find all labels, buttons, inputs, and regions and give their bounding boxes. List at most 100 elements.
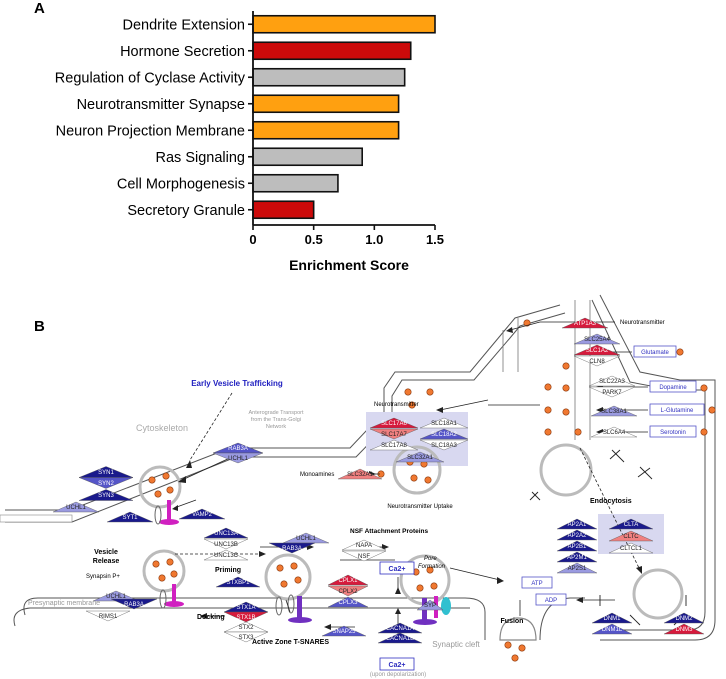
gene-label: SLC32A1 — [347, 472, 373, 478]
gene-cplx2: CPLX2 — [327, 585, 369, 597]
pore-label-2: Formation — [418, 564, 446, 570]
gene-label: AP2M1 — [567, 555, 587, 561]
gene-uchl1-mid: UCHL1 — [282, 532, 330, 544]
gene-label: STX1A — [236, 605, 255, 611]
gene-uchl1-left: UCHL1 — [52, 501, 100, 513]
category-label: Cell Morphogenesis — [117, 176, 245, 192]
docking-label: Docking — [197, 614, 225, 621]
gene-stx1b: STX1B — [223, 611, 269, 623]
synaptic-cleft-label: Synaptic cleft — [432, 640, 480, 649]
gene-label: SYP — [424, 603, 436, 609]
monoamines-label: Monoamines — [300, 472, 334, 478]
gene-slc32a1b: SLC32A1 — [337, 468, 383, 480]
ca-box-2-label: Ca2+ — [389, 662, 406, 669]
category-label: Neuron Projection Membrane — [56, 123, 245, 139]
gene-label: UNC13C — [214, 553, 239, 559]
category-label: Neurotransmitter Synapse — [77, 97, 245, 113]
gene-label: RIMS1 — [99, 614, 118, 620]
gene-label: RAB3A — [228, 446, 248, 452]
gene-cacna1b: CACNA1B — [377, 632, 423, 644]
gene-slc22a3: SLC22A3 — [588, 375, 636, 387]
fusion-pit — [499, 617, 537, 641]
gene-label: VAMP2 — [192, 512, 213, 518]
gene-slc17a8: SLC17A8 — [369, 439, 419, 451]
gene-label: STXBP1 — [226, 580, 250, 586]
gene-dnm1l: DNM1L — [591, 623, 633, 635]
gene-unc13c: UNC13C — [203, 549, 249, 561]
gene-label: SYN1 — [98, 470, 114, 476]
gene-label: UCHL1 — [106, 594, 126, 600]
synapsin-label: Synapsin P+ — [86, 574, 120, 580]
gene-label: UCHL1 — [296, 536, 316, 542]
gene-label: NSF — [358, 554, 370, 560]
gene-slc17a6: SLC17A6 — [369, 417, 419, 429]
gene-label: SLC17A8 — [381, 443, 407, 449]
gene-slc18a3: SLC18A3 — [419, 439, 469, 451]
axon-stub — [0, 514, 73, 523]
gene-label: SLC25A4 — [584, 337, 610, 343]
gene-label: SYN3 — [98, 493, 114, 499]
gene-slc38a1: SLC38A1 — [590, 405, 638, 417]
gene-label: SLC32A1 — [407, 455, 433, 461]
gene-stxbp1: STXBP1 — [215, 576, 261, 588]
gene-label: SYN2 — [98, 481, 114, 487]
gene-syn3: SYN3 — [78, 489, 134, 501]
gene-label: SLC22A3 — [599, 379, 625, 385]
gene-slc18a2: SLC18A2 — [419, 428, 469, 440]
bar-dendrite-extension — [252, 14, 436, 34]
gene-label: SLC6A4 — [603, 430, 626, 436]
cytoskeleton-label: Cytoskeleton — [136, 423, 188, 433]
gene-rab3a-mid: RAB3A — [268, 542, 316, 554]
gene-label: STX1B — [236, 615, 255, 621]
gene-label: ATP1A3 — [574, 321, 597, 327]
category-label: Ras Signaling — [156, 150, 245, 166]
gene-syn2: SYN2 — [78, 477, 134, 489]
bar-hormone-secretion — [252, 41, 412, 61]
serotonin-label: Serotonin — [660, 430, 686, 436]
gene-ap2m1: AP2M1 — [556, 551, 598, 563]
ca-box-label: Ca2+ — [389, 566, 406, 573]
gene-label: CLTA — [624, 522, 638, 528]
gene-label: RAB3A — [282, 546, 302, 552]
gene-clta: CLTA — [608, 518, 654, 530]
fusion-label: Fusion — [501, 618, 524, 625]
gene-slc32a1: SLC32A1 — [395, 451, 445, 463]
gene-label: AP2A2 — [568, 533, 587, 539]
endocytosis-label: Endocytosis — [590, 498, 632, 505]
gene-stx2: STX2 — [223, 621, 269, 633]
gene-label: SLC1A2 — [586, 348, 609, 354]
gene-label: CLN8 — [589, 359, 605, 365]
gene-slc1a2: SLC1A2 — [573, 344, 621, 356]
gene-label: SLC17A6 — [381, 421, 407, 427]
gene-park7: PARK7 — [588, 386, 636, 398]
gene-label: DNM1 — [603, 616, 621, 622]
gene-ap2s1: AP2S1 — [556, 562, 598, 574]
panel-b-label: B — [34, 318, 45, 335]
gene-label: CACNA1A — [386, 626, 414, 632]
gene-label: SLC18A1 — [431, 421, 457, 427]
gene-syn1: SYN1 — [78, 466, 134, 478]
upon-depolarization-label: (upon depolarization) — [370, 672, 426, 678]
gene-cln8: CLN8 — [573, 355, 621, 367]
arrow-heads — [172, 327, 642, 630]
gene-nsf: NSF — [341, 550, 387, 562]
gene-label: UNC13B — [214, 542, 238, 548]
adp-label: ADP — [545, 598, 557, 604]
gene-snap25: SNAP25 — [321, 625, 367, 637]
x-tick-label: 0 — [249, 232, 256, 247]
gene-cplx3: CPLX3 — [327, 596, 369, 608]
neuron-membrane — [5, 294, 716, 641]
gene-ap2b1: AP2B1 — [556, 540, 598, 552]
gene-label: UNC13A — [214, 531, 238, 537]
gene-cltc: CLTC — [608, 530, 654, 542]
gene-slc18a1: SLC18A1 — [419, 417, 469, 429]
x-axis-title: Enrichment Score — [289, 257, 409, 273]
x-tick-label: 0.5 — [305, 232, 323, 247]
gene-label: UCHL1 — [228, 456, 248, 462]
bar-secretory-granule — [252, 200, 315, 220]
gene-label: SLC38A1 — [601, 409, 627, 415]
gene-label: SLC18A2 — [431, 432, 457, 438]
